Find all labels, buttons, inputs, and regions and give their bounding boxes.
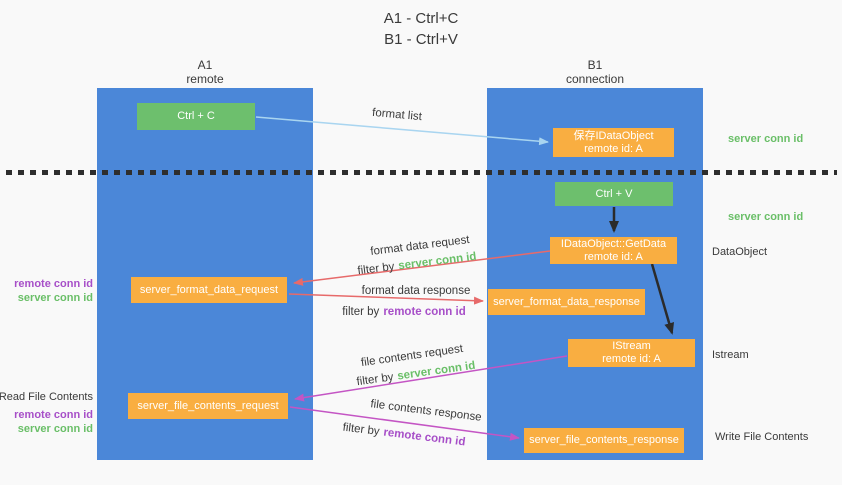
node-save-idataobject-line2: remote id: A (584, 142, 643, 155)
server-conn-id-text: server conn id (396, 359, 477, 383)
label-remote-conn-id-left-top: remote conn id (14, 278, 93, 290)
node-save-idataobject-line1: 保存IDataObject (573, 129, 654, 142)
lane-a1-role: remote (186, 72, 224, 86)
filter-by-text: filter by (356, 260, 396, 278)
node-file-request-label: server_file_contents_request (137, 399, 279, 412)
remote-conn-id-text: remote conn id (383, 306, 466, 318)
filter-by-text: filter by (341, 421, 381, 438)
label-read-file-contents: Read File Contents (0, 391, 93, 403)
node-server-format-data-request: server_format_data_request (131, 277, 287, 303)
node-getdata-line1: IDataObject::GetData (560, 237, 667, 250)
title-line-2: B1 - Ctrl+V (384, 31, 458, 48)
node-server-format-data-response: server_format_data_response (488, 289, 645, 315)
remote-conn-id-text: remote conn id (382, 426, 467, 449)
node-format-response-label: server_format_data_response (493, 295, 640, 308)
node-server-file-contents-response: server_file_contents_response (524, 428, 684, 453)
node-ctrl-v-label: Ctrl + V (595, 187, 633, 200)
server-conn-id-text: server conn id (397, 250, 478, 273)
dotted-separator-line (6, 170, 837, 175)
node-getdata-line2: remote id: A (584, 250, 643, 263)
node-ctrl-c-label: Ctrl + C (177, 110, 215, 122)
lane-a1-name: A1 (197, 58, 213, 72)
filter-by-text: filter by (342, 306, 380, 318)
node-istream: IStream remote id: A (568, 339, 695, 367)
diagram-title: A1 - Ctrl+C B1 - Ctrl+V (0, 8, 842, 50)
lane-b1-role: connection (565, 72, 625, 86)
node-istream-line2: remote id: A (602, 353, 661, 365)
label-format-list: format list (371, 106, 423, 124)
label-remote-conn-id-left-bottom: remote conn id (14, 409, 93, 421)
label-dataobject: DataObject (712, 246, 768, 258)
label-server-conn-id-left-bottom: server conn id (17, 423, 93, 435)
node-format-request-label: server_format_data_request (139, 283, 279, 296)
title-line-1: A1 - Ctrl+C (383, 10, 459, 27)
label-file-contents-response: file contents response (369, 398, 483, 424)
label-write-file-contents: Write File Contents (715, 431, 809, 443)
lane-b1-name: B1 (587, 58, 603, 72)
label-server-conn-id-left-top: server conn id (17, 292, 93, 304)
label-format-data-response: format data response (361, 285, 471, 297)
lane-header-b1: B1 connection (487, 58, 703, 86)
label-istream: Istream (712, 349, 749, 361)
node-save-idataobject: 保存IDataObject remote id: A (553, 128, 674, 157)
filter-by-text: filter by (355, 371, 395, 389)
node-server-file-contents-request: server_file_contents_request (128, 393, 288, 419)
label-server-conn-id-right-top: server conn id (728, 133, 804, 145)
node-ctrl-c: Ctrl + C (137, 103, 255, 130)
node-idataobject-getdata: IDataObject::GetData remote id: A (550, 237, 677, 264)
node-istream-line1: IStream (612, 340, 651, 352)
lane-header-a1: A1 remote (97, 58, 313, 86)
label-server-conn-id-right-mid: server conn id (728, 211, 804, 223)
node-file-response-label: server_file_contents_response (529, 434, 679, 446)
node-ctrl-v: Ctrl + V (555, 182, 673, 206)
